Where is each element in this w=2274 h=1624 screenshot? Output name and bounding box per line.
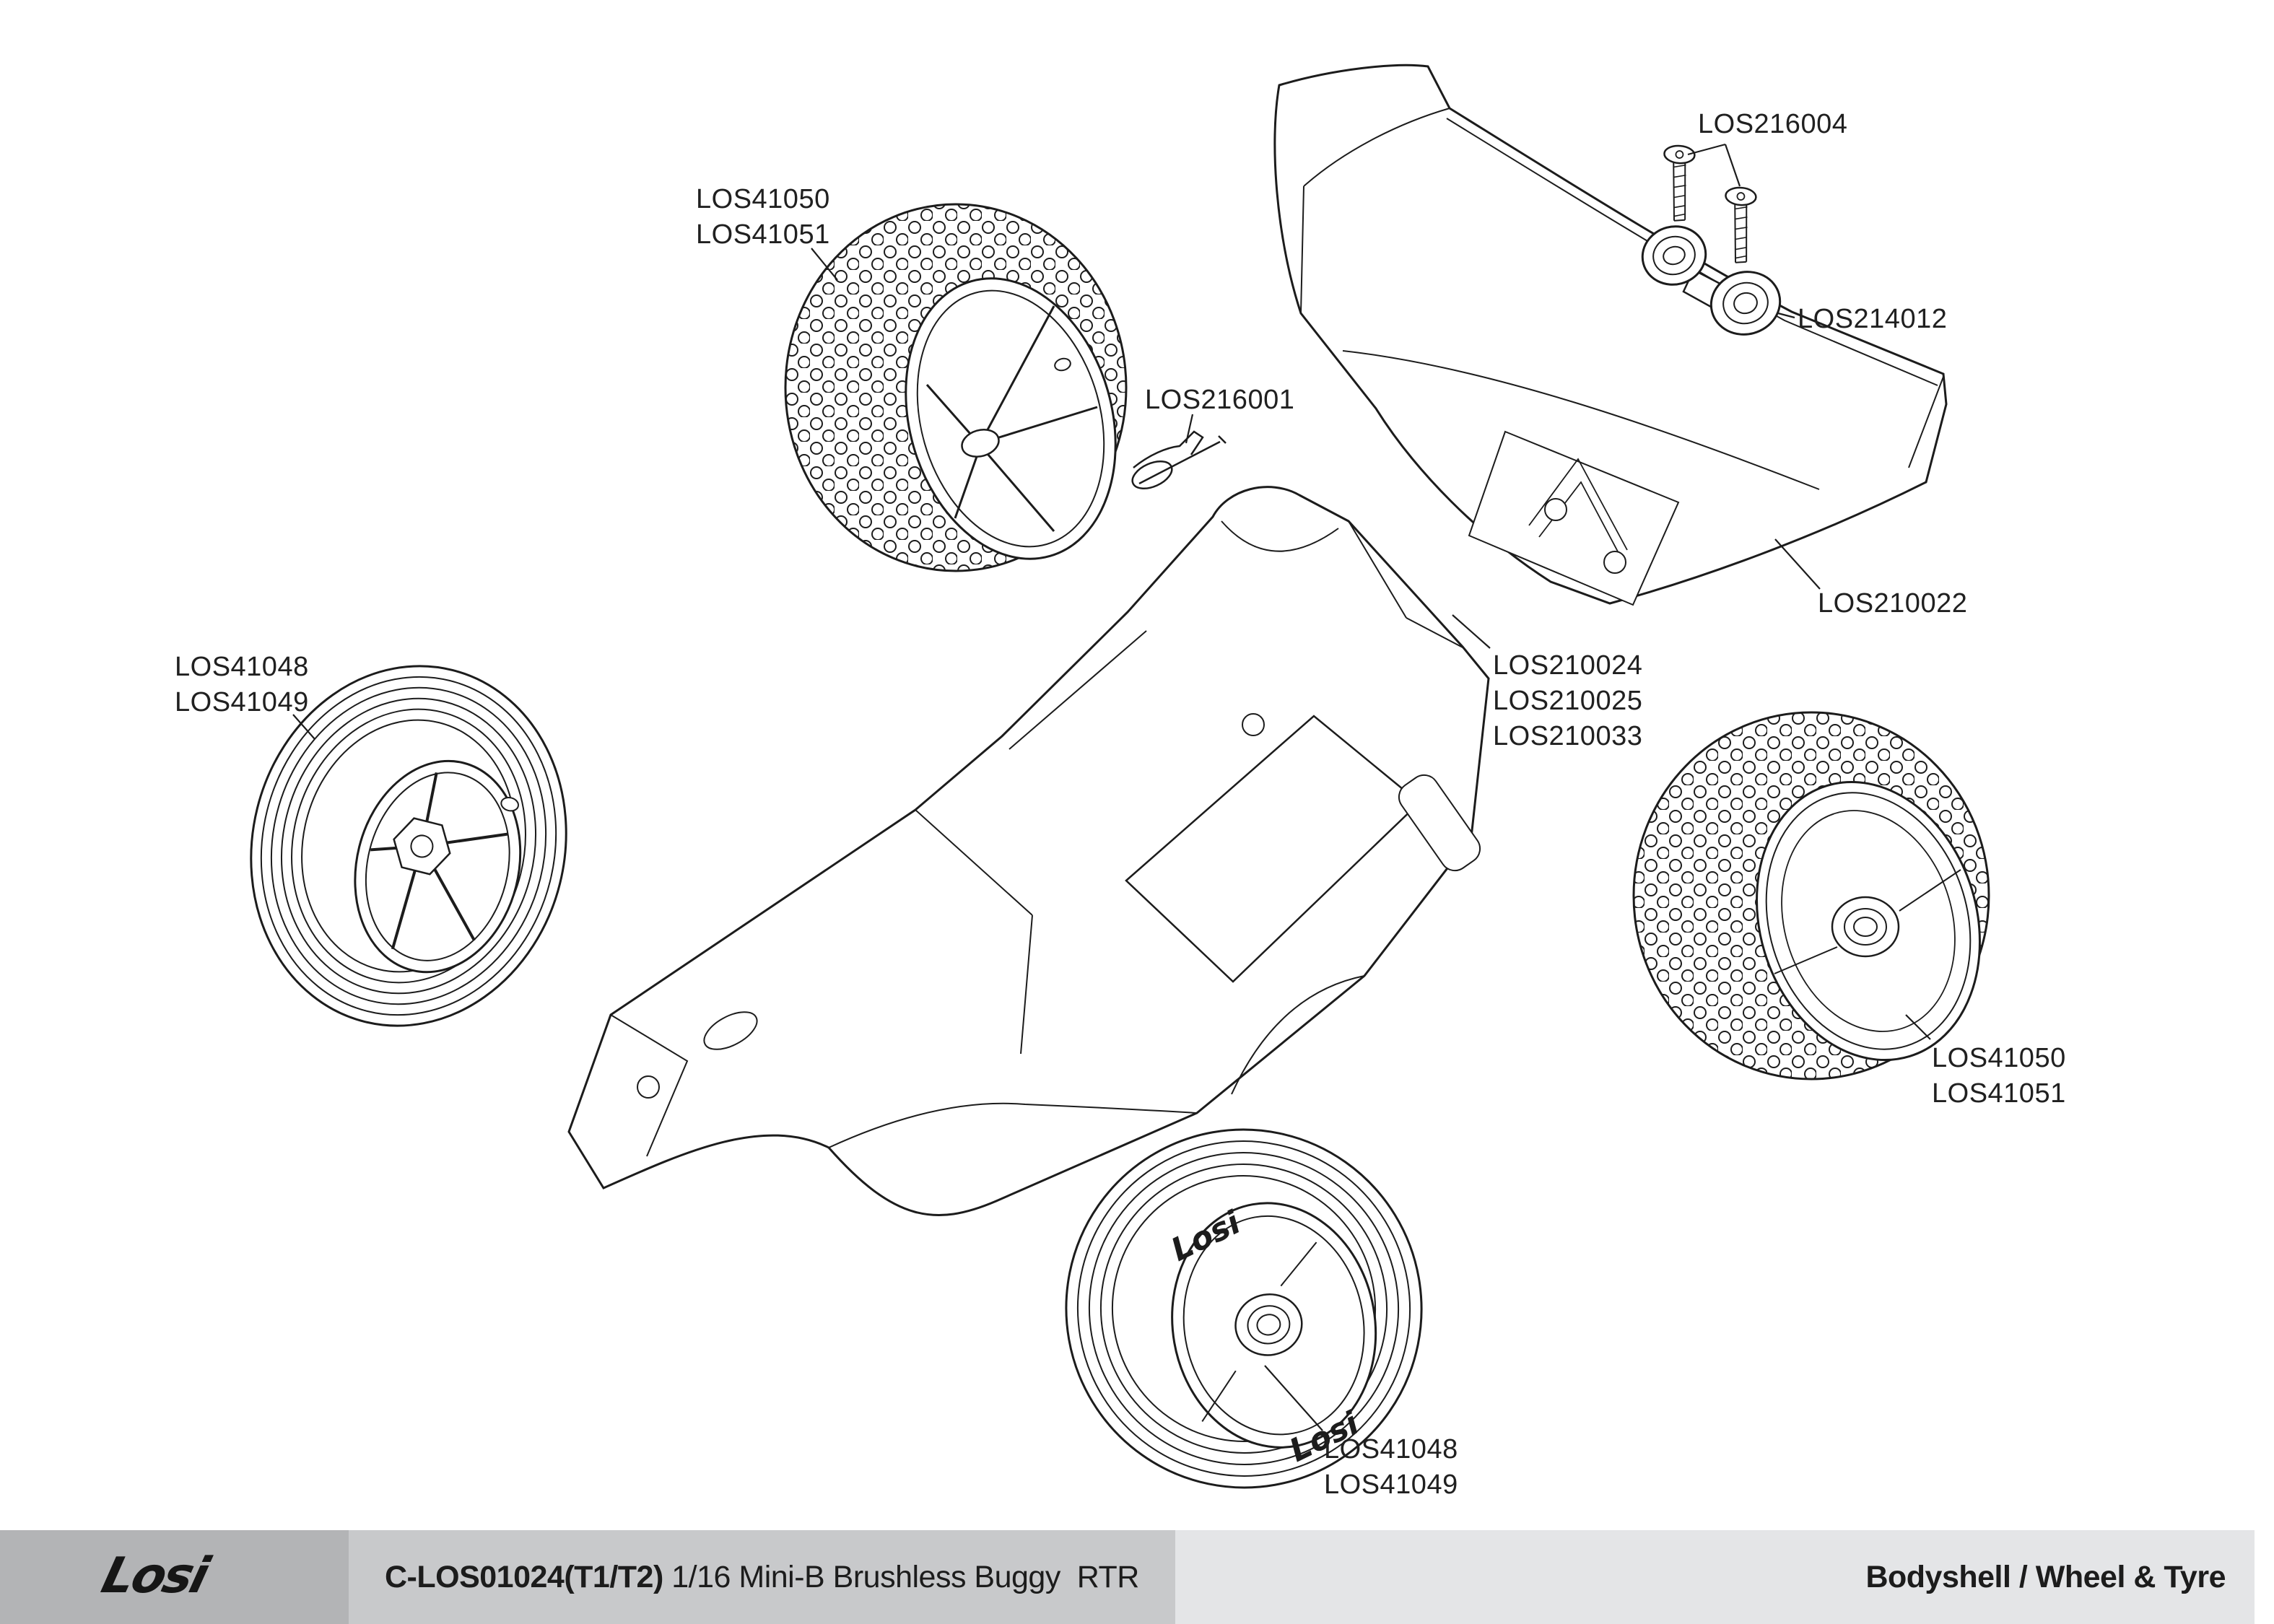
footer-brand-panel: Losi [0, 1530, 349, 1624]
part-number: LOS210025 [1493, 686, 1643, 716]
body-clip-drawing [1131, 430, 1227, 490]
part-number: LOS41049 [1324, 1470, 1458, 1500]
part-number: LOS41050 [696, 184, 830, 214]
part-number: LOS210024 [1493, 650, 1643, 681]
part-number: LOS41048 [175, 652, 309, 682]
rear-tire-left-drawing [784, 203, 1128, 572]
wing-drawing [1273, 64, 1948, 606]
footer-section-title: Bodyshell / Wheel & Tyre [1865, 1559, 2226, 1594]
part-label-body-clip: LOS216001 [1145, 383, 1294, 418]
part-label-bodyshell: LOS210024 LOS210025 LOS210033 [1493, 648, 1642, 754]
part-number: LOS210022 [1818, 588, 1968, 619]
part-number: LOS41050 [1932, 1043, 2066, 1073]
front-wheel-left-drawing [250, 665, 567, 1027]
footer-title-panel: C-LOS01024(T1/T2) 1/16 Mini-B Brushless … [349, 1530, 1175, 1624]
rear-tire-right-drawing [1632, 711, 1990, 1081]
footer-part-number: C-LOS01024(T1/T2) [385, 1559, 663, 1594]
part-label-front-wheel-left: LOS41048 LOS41049 [175, 650, 309, 720]
part-number: LOS210033 [1493, 721, 1643, 751]
footer-product-name: 1/16 Mini-B Brushless Buggy RTR [663, 1559, 1139, 1594]
part-label-front-wheel-bottom: LOS41048 LOS41049 [1324, 1432, 1458, 1503]
front-wheel-bottom-drawing: Losi Losi [1065, 1128, 1423, 1489]
part-label-rear-tire-left: LOS41050 LOS41051 [696, 182, 830, 253]
footer-edge-spacer [2255, 1530, 2274, 1624]
bodyshell-drawing [567, 486, 1490, 1216]
part-number: LOS216004 [1698, 109, 1848, 139]
part-number: LOS41049 [175, 687, 309, 717]
part-label-rear-tire-right: LOS41050 LOS41051 [1932, 1041, 2066, 1112]
part-number: LOS41051 [696, 219, 830, 250]
part-number: LOS41051 [1932, 1078, 2066, 1109]
part-label-wing-screws: LOS216004 [1698, 107, 1847, 142]
part-number: LOS214012 [1798, 304, 1948, 334]
part-label-wing: LOS210022 [1818, 586, 1967, 621]
svg-text:Losi: Losi [96, 1550, 216, 1604]
footer-bar: Losi C-LOS01024(T1/T2) 1/16 Mini-B Brush… [0, 1530, 2274, 1624]
losi-logo: Losi [96, 1550, 216, 1604]
part-label-wing-button: LOS214012 [1798, 302, 1947, 337]
part-number: LOS216001 [1145, 385, 1295, 415]
footer-section-panel: Bodyshell / Wheel & Tyre [1175, 1530, 2255, 1624]
leader-lines [292, 143, 1931, 1431]
part-number: LOS41048 [1324, 1434, 1458, 1464]
wing-button-drawing [1641, 225, 1782, 336]
